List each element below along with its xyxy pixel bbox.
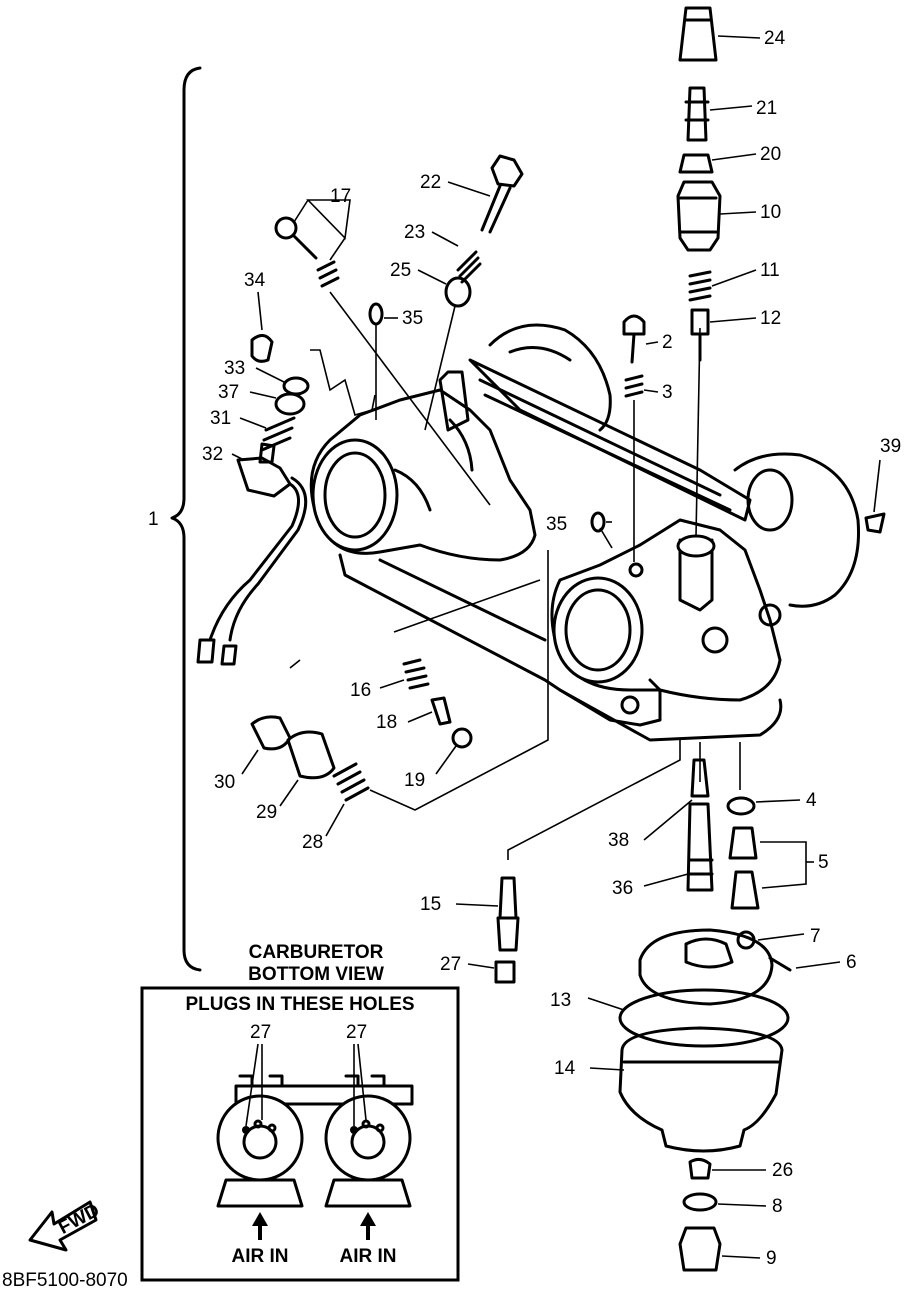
label-part-33: 33: [224, 358, 245, 379]
bottom-view-title-line2: BOTTOM VIEW: [248, 964, 384, 985]
label-part-37: 37: [218, 382, 239, 403]
label-part-23: 23: [404, 222, 425, 243]
assembly-bracket: [170, 66, 202, 972]
label-part-17: 17: [330, 186, 351, 207]
label-part-13: 13: [550, 990, 571, 1011]
label-part-3: 3: [662, 382, 673, 403]
label-part-1: 1: [148, 509, 159, 530]
label-part-26: 26: [772, 1160, 793, 1181]
bottom-view-left-plug-label: 27: [250, 1022, 271, 1043]
label-part-4: 4: [806, 790, 817, 811]
label-part-14: 14: [554, 1058, 576, 1079]
lower-right-parts: [494, 512, 886, 1272]
label-part-31: 31: [210, 408, 231, 429]
carburetor-body-drawing: [309, 323, 860, 742]
label-part-19: 19: [404, 770, 425, 791]
label-part-20: 20: [760, 144, 781, 165]
bottom-view-title-line1: CARBURETOR: [249, 942, 384, 963]
label-part-38: 38: [608, 830, 629, 851]
bottom-view-right-plug-label: 27: [346, 1022, 367, 1043]
bottom-view-inset: CARBURETOR BOTTOM VIEW PLUGS IN THESE HO…: [140, 942, 460, 1282]
label-part-24: 24: [764, 28, 786, 49]
label-part-34: 34: [244, 270, 266, 291]
label-part-7: 7: [810, 926, 821, 947]
label-part-22: 22: [420, 172, 441, 193]
air-in-right-label: AIR IN: [340, 1246, 397, 1267]
label-part-30: 30: [214, 772, 235, 793]
label-part-8: 8: [772, 1196, 783, 1217]
label-part-32: 32: [202, 444, 223, 465]
drawing-code: 8BF5100-8070: [2, 1270, 128, 1291]
fwd-label: FWD: [55, 1200, 103, 1239]
label-part-21: 21: [756, 98, 777, 119]
fwd-arrow: FWD: [28, 1200, 103, 1252]
label-part-27: 27: [440, 954, 461, 975]
lower-left-parts: [250, 658, 473, 802]
label-part-35-upper: 35: [402, 308, 423, 329]
bottom-view-box: [140, 986, 460, 1282]
label-part-29: 29: [256, 802, 277, 823]
top-stack-parts: [676, 6, 722, 362]
label-part-39: 39: [880, 436, 901, 457]
label-part-12: 12: [760, 308, 781, 329]
label-part-6: 6: [846, 952, 857, 973]
label-part-35-lower: 35: [546, 514, 567, 535]
upper-left-parts: [196, 154, 646, 666]
label-part-9: 9: [766, 1248, 777, 1269]
label-part-16: 16: [350, 680, 371, 701]
label-part-28: 28: [302, 832, 323, 853]
label-part-5: 5: [818, 852, 829, 873]
bottom-view-heading: PLUGS IN THESE HOLES: [185, 994, 414, 1015]
label-part-25: 25: [390, 260, 411, 281]
leader-lines: [289, 291, 741, 860]
label-leaders: [231, 35, 881, 1259]
air-in-left-label: AIR IN: [232, 1246, 289, 1267]
part-labels: 1 2 3 4 5 6 7 8 9 10 11 12 13 14 15 16 1…: [148, 28, 901, 1269]
label-part-36: 36: [612, 878, 633, 899]
label-part-2: 2: [662, 332, 673, 353]
label-part-18: 18: [376, 712, 397, 733]
label-part-10: 10: [760, 202, 781, 223]
label-part-11: 11: [760, 260, 780, 281]
label-part-15: 15: [420, 894, 441, 915]
